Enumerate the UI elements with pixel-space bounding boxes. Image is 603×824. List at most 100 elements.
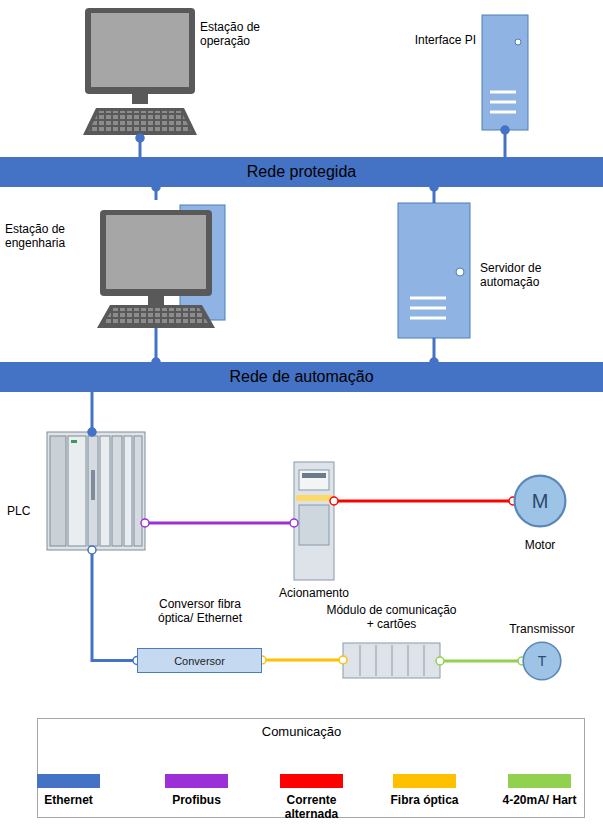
keyboard xyxy=(97,305,215,328)
node-label: M xyxy=(513,474,567,528)
drive-slot xyxy=(410,297,446,300)
node-label: T xyxy=(522,641,562,681)
network-band: Rede de automação xyxy=(0,362,603,392)
network-connector xyxy=(155,328,158,362)
port-dot xyxy=(141,519,149,527)
pi-interface: Interface PI xyxy=(482,15,528,130)
drive-strip xyxy=(296,495,332,501)
network-connector xyxy=(262,659,343,662)
node-caption: Transmissor xyxy=(482,622,602,636)
legend-text: Corrente alternada xyxy=(267,793,357,821)
port-dot xyxy=(88,546,96,554)
engineering-computer-icon xyxy=(97,205,225,328)
port-dot xyxy=(501,126,509,134)
node-caption: Módulo de comunicação + cartões xyxy=(326,603,457,631)
drive-slot xyxy=(490,101,516,104)
pi-interface-tower xyxy=(482,15,528,130)
io-module xyxy=(88,436,98,546)
network-connector xyxy=(334,500,513,503)
node-caption: Conversor fibra óptica/ Ethernet xyxy=(155,597,245,625)
monitor-stand xyxy=(148,296,164,305)
node-label: Rede protegida xyxy=(0,157,603,187)
tower-case xyxy=(482,15,528,130)
port-dot xyxy=(136,134,144,142)
network-band: Rede protegida xyxy=(0,157,603,187)
power-led xyxy=(515,39,521,45)
connector xyxy=(91,470,95,500)
node-caption: Servidor de automação xyxy=(480,261,565,289)
node-caption: Motor xyxy=(490,538,590,552)
engineering-station: Estação de engenharia xyxy=(96,200,226,328)
drive-case xyxy=(294,462,334,580)
network-connector xyxy=(91,392,94,432)
monitor-stand xyxy=(132,94,148,104)
drive-slot xyxy=(410,317,446,320)
card-divider xyxy=(424,645,425,676)
keyboard-keys xyxy=(89,111,191,131)
legend-swatch xyxy=(37,774,100,788)
drive-slot xyxy=(410,307,446,310)
io-module xyxy=(134,436,142,546)
drive-display xyxy=(302,473,326,478)
io-module xyxy=(112,436,122,546)
legend-swatch xyxy=(280,774,343,788)
module-rack xyxy=(343,643,440,678)
legend-swatch xyxy=(508,774,571,788)
node-caption: Interface PI xyxy=(410,33,476,47)
transmitter: TTransmissor xyxy=(522,641,562,681)
io-module-rack-icon xyxy=(343,643,440,678)
operator-station: Estação de operação xyxy=(83,8,198,138)
server-case xyxy=(398,203,470,338)
card-divider xyxy=(392,645,393,676)
keyboard xyxy=(83,108,197,135)
card-divider xyxy=(408,645,409,676)
plc: PLC xyxy=(47,432,145,550)
io-module xyxy=(100,436,110,546)
drive: Acionamento xyxy=(294,462,334,580)
network-connector xyxy=(440,660,522,663)
port-dot xyxy=(330,497,338,505)
converter: Conversor fibra óptica/ EthernetConverso… xyxy=(137,648,262,673)
legend-text: 4-20mA/ Hart xyxy=(495,793,585,807)
port-dot xyxy=(88,428,96,436)
node-caption: PLC xyxy=(7,504,43,518)
power-led xyxy=(456,268,464,276)
status-led xyxy=(71,440,77,443)
power-module xyxy=(50,436,66,546)
io-module xyxy=(124,436,132,546)
port-dot xyxy=(436,657,444,665)
operator-computer-icon xyxy=(83,8,197,135)
motor: MMotor xyxy=(513,474,567,528)
node-caption: Estação de operação xyxy=(200,20,275,48)
node-caption: Estação de engenharia xyxy=(5,222,85,250)
cpu-module xyxy=(68,436,86,546)
monitor-frame xyxy=(85,8,195,94)
monitor-screen xyxy=(91,13,189,87)
automation-server-icon xyxy=(398,203,470,338)
monitor-screen xyxy=(106,215,206,289)
legend-text: Ethernet xyxy=(24,793,114,807)
monitor-frame xyxy=(100,210,212,296)
automation-server: Servidor de automação xyxy=(398,203,470,338)
drive-keypad xyxy=(299,470,329,490)
port-dot xyxy=(290,519,298,527)
node-caption: Acionamento xyxy=(254,586,374,600)
port-dot xyxy=(339,656,347,664)
network-connector xyxy=(92,550,137,661)
legend-text: Profibus xyxy=(152,793,242,807)
network-connector xyxy=(145,522,294,525)
communication-module: Módulo de comunicação + cartões xyxy=(343,643,440,678)
drive-slot xyxy=(490,111,516,114)
card-divider xyxy=(376,645,377,676)
plc-rack-icon xyxy=(47,432,145,550)
legend-title: Comunicação xyxy=(230,724,373,739)
plc-rack xyxy=(47,432,145,550)
drive-icon xyxy=(294,462,334,580)
drive-panel xyxy=(299,505,329,545)
legend-text: Fibra óptica xyxy=(380,793,470,807)
